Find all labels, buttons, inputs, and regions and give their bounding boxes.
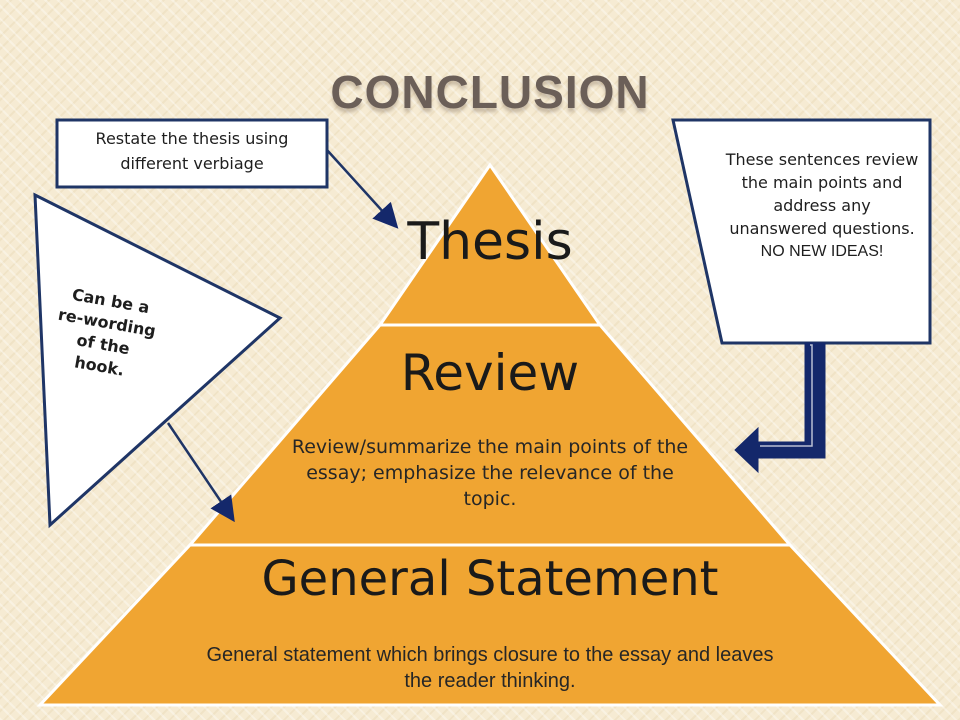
review-description: Review/summarize the main points of the …: [291, 436, 689, 510]
hook-note-arrow: [166, 422, 235, 523]
pyramid-tier-general: [36, 543, 944, 707]
review-heading: Review: [400, 344, 580, 402]
review-note-warning: NO NEW IDEAS!: [760, 243, 884, 260]
review-note-body: These sentences review the main points a…: [725, 150, 919, 238]
general-statement-description: General statement which brings closure t…: [206, 644, 774, 692]
slide-title: Conclusion: [330, 66, 650, 118]
general-statement-heading: General Statement: [261, 551, 719, 607]
thesis-heading: Thesis: [407, 212, 573, 272]
bent-arrow-icon: [734, 342, 826, 474]
thesis-note-box: [55, 118, 329, 189]
thesis-note-arrow: [326, 149, 399, 229]
thesis-note-text: Restate the thesis using different verbi…: [95, 129, 289, 173]
hook-note-box: [33, 192, 283, 529]
review-note-box: [671, 118, 932, 345]
review-note-text: These sentences review the main points a…: [722, 148, 922, 263]
bent-arrow-highlight: [760, 344, 813, 447]
